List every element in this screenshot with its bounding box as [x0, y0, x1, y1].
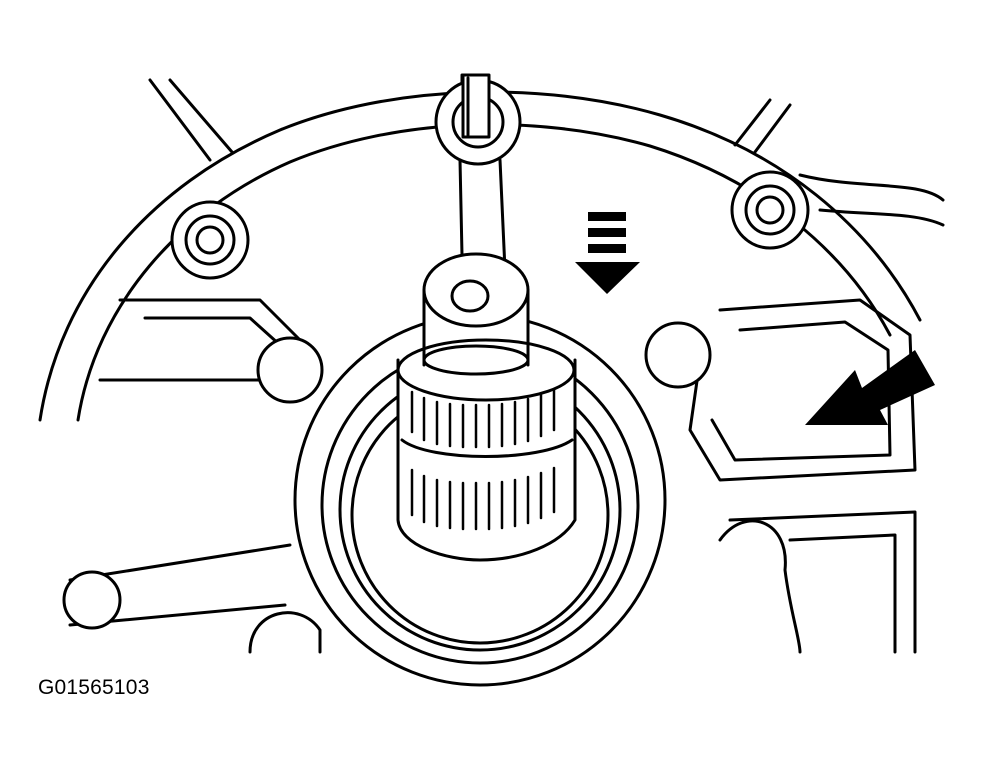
right-boss-mid — [744, 184, 796, 236]
right-boss-inner — [755, 195, 785, 225]
right-ball — [644, 321, 712, 389]
needle-cage-shaft — [422, 344, 530, 376]
shaft-hole — [450, 279, 490, 313]
shaft-top — [422, 252, 530, 328]
right-casting-edge-2 — [818, 208, 945, 227]
figure-id-label: G01565103 — [38, 676, 150, 699]
dashed-down-arrow-icon — [575, 212, 640, 294]
left-boss-outer — [170, 200, 250, 280]
right-boss-outer — [730, 170, 810, 250]
needle-cage-band — [400, 438, 574, 458]
left-boss-inner — [195, 225, 225, 255]
diagonal-arrow-icon — [805, 350, 935, 425]
lower-right-web — [728, 510, 917, 654]
lower-left-ball — [62, 570, 122, 630]
left-ball — [256, 336, 324, 404]
right-pocket — [688, 298, 917, 482]
needle-rollers — [410, 388, 556, 531]
right-casting-edge — [798, 173, 945, 202]
rib-left-upper — [148, 78, 212, 162]
lower-left-boss — [248, 611, 322, 654]
rib-right-upper — [733, 98, 772, 147]
left-pocket-inner — [143, 316, 282, 347]
lower-right-boss — [718, 519, 802, 654]
rib-left-upper-2 — [168, 78, 234, 154]
center-web — [458, 158, 507, 272]
left-boss-mid — [184, 214, 236, 266]
needle-cage — [396, 358, 577, 562]
rib-right-upper-2 — [753, 103, 792, 154]
